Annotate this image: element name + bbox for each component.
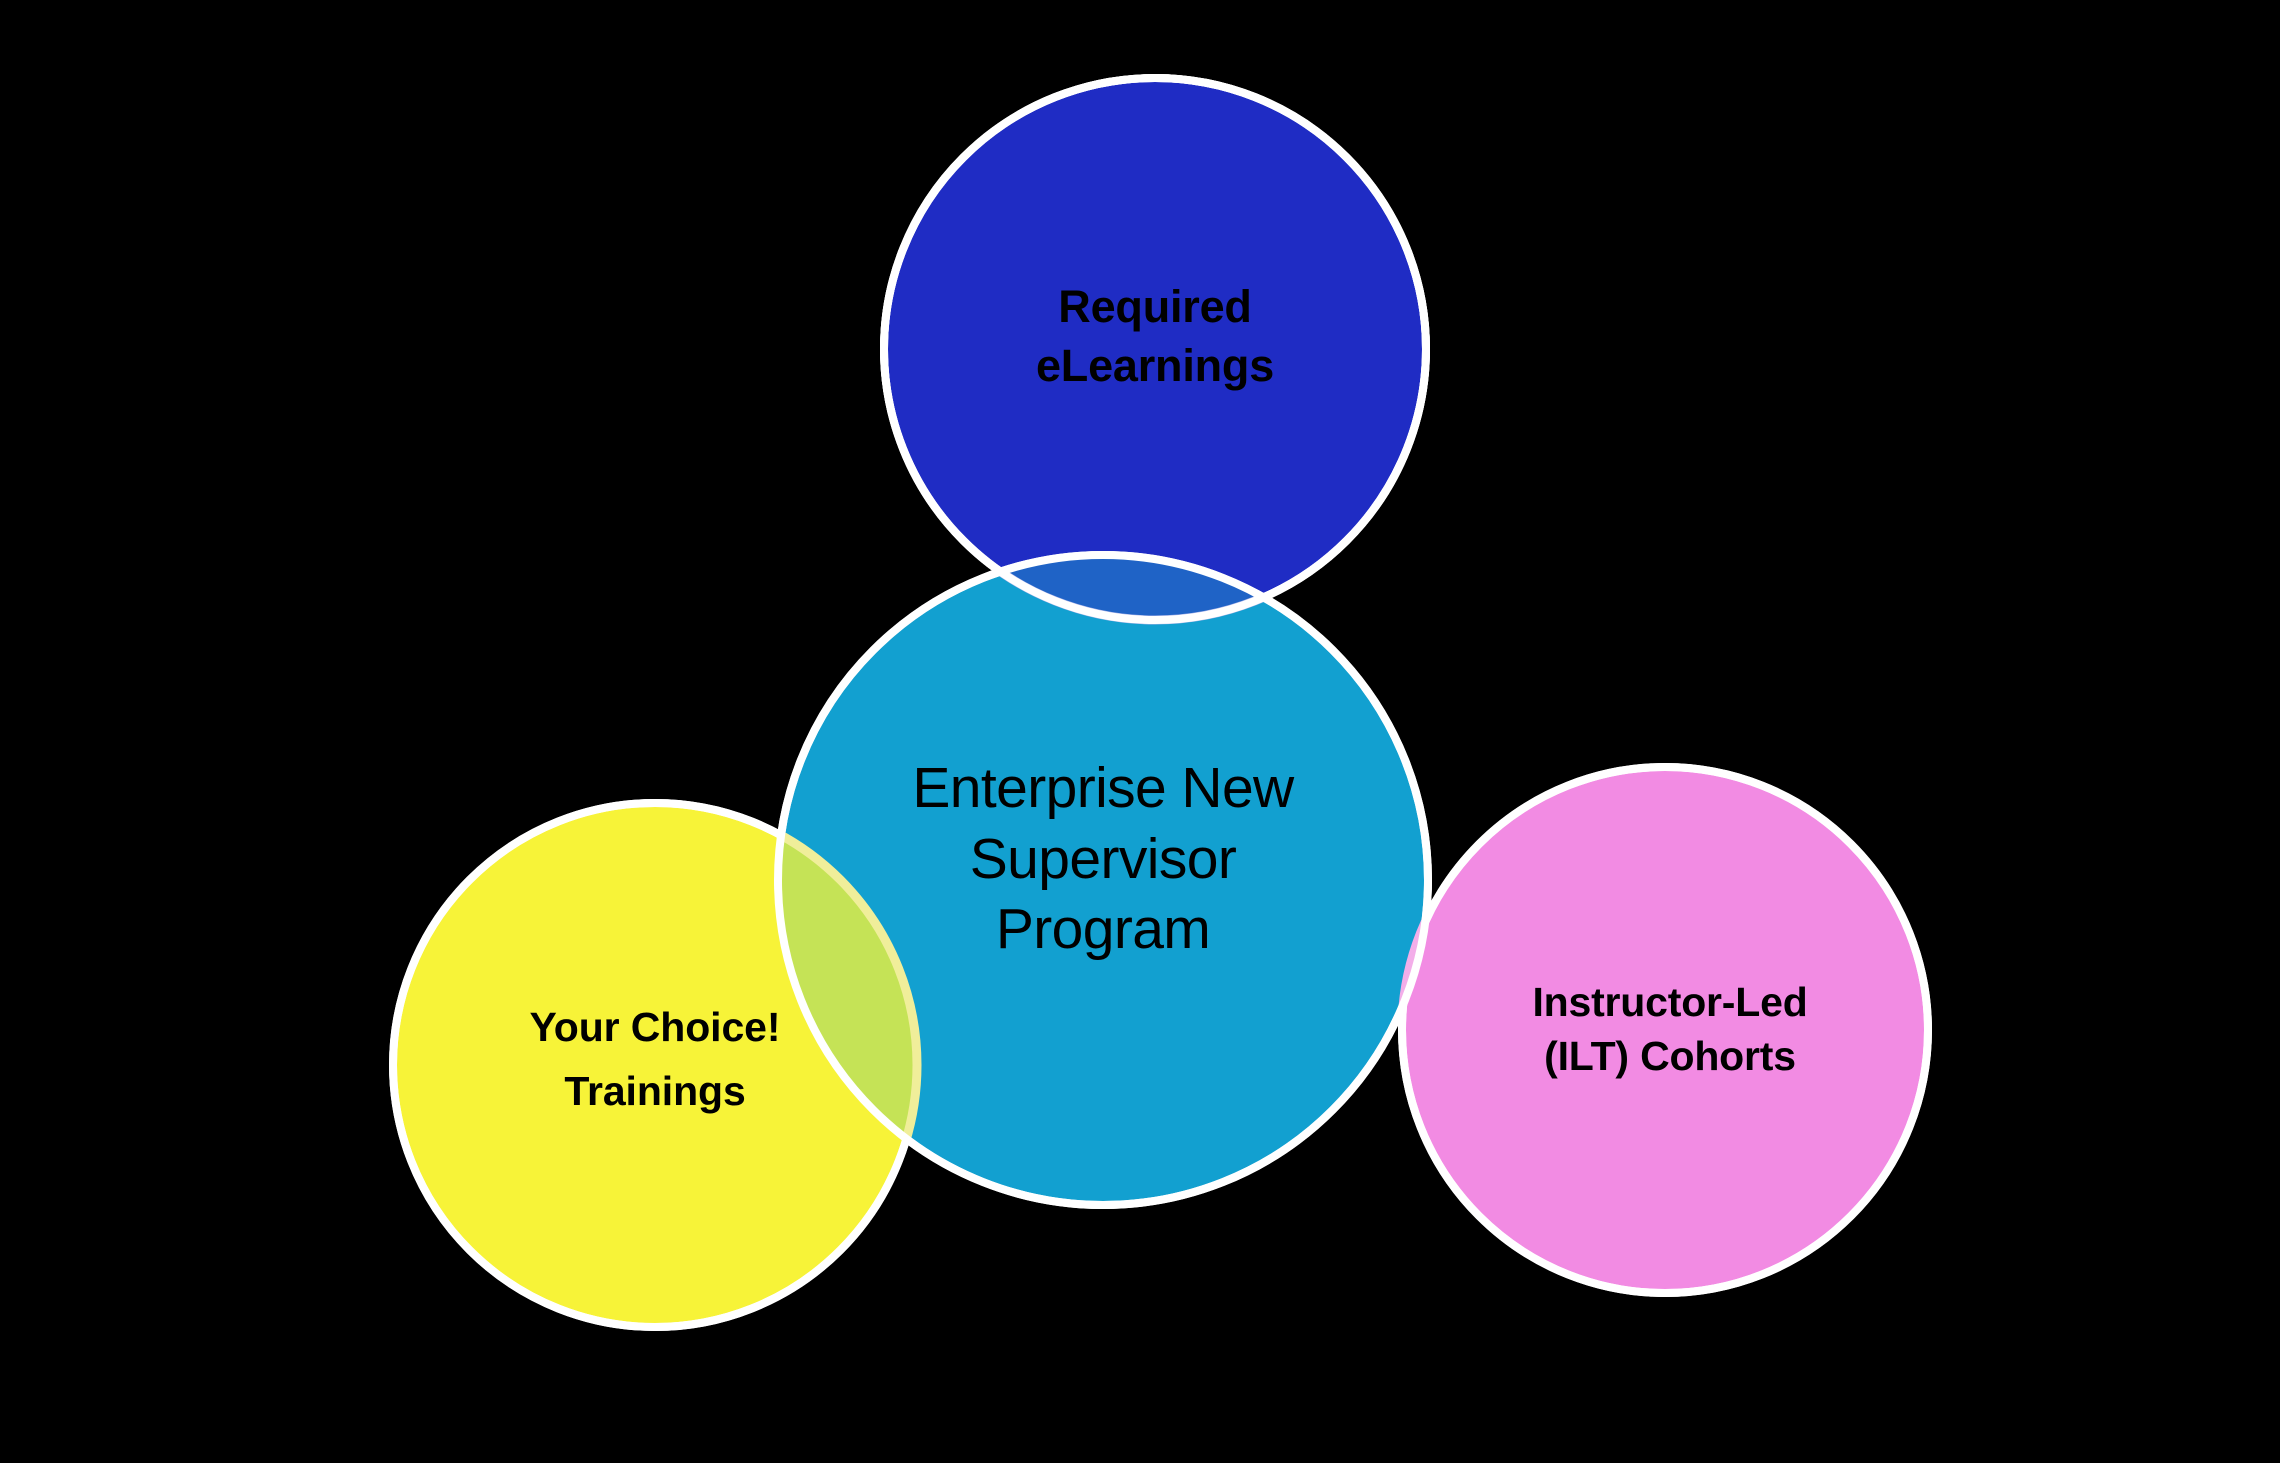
circle-center-program-outline: [774, 551, 1432, 1209]
ring-required-elearnings: [880, 74, 1430, 624]
ring-instructor-led-cohorts: [1398, 763, 1932, 1297]
ring-your-choice-trainings: [389, 799, 921, 1331]
